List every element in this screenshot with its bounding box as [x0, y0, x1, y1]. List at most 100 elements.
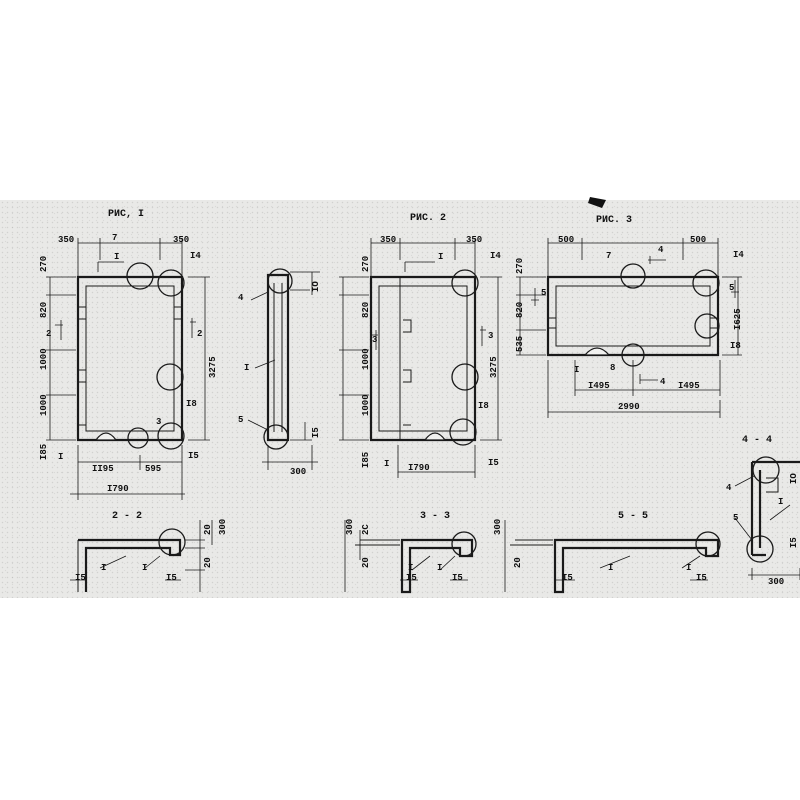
fig2-cut-3-left: [370, 330, 378, 350]
sec33-dim-300: 300: [345, 519, 355, 535]
fig1-right-post: [174, 306, 183, 320]
fig1-vdims: [46, 276, 76, 441]
fig2-h-1000b: 1000: [361, 394, 371, 416]
fig2-frame: [369, 275, 477, 442]
fig3-marker-8: 8: [610, 363, 615, 373]
sec33-dims: [344, 520, 361, 592]
sec22-label-15a: I5: [75, 573, 86, 583]
fig1-node-7: [126, 262, 154, 290]
fig3-dim-right: 500: [690, 235, 706, 245]
side-dim-300: 300: [290, 467, 306, 477]
sec44-dim-10: IO: [789, 473, 799, 484]
fig1-h-820: 820: [39, 302, 49, 318]
fig3-h-535: 535: [515, 336, 525, 352]
fig1-top-dimline: [77, 238, 183, 277]
fig3-node-18: [694, 313, 720, 339]
fig1-marker-1: I: [58, 452, 63, 462]
sec22-dim-20a: 20: [203, 524, 213, 535]
fig1-frame-inner: [85, 285, 175, 432]
sec33-ext: [355, 539, 400, 546]
fig3-h-270: 270: [515, 258, 525, 274]
fig1-marker-18: I8: [186, 399, 197, 409]
fig2-node-15: [449, 418, 477, 446]
fig2-dim-right: 350: [466, 235, 482, 245]
fig3-bracket: [583, 347, 611, 356]
sec55-label-1b: I: [686, 563, 691, 573]
sec22-profile: [78, 538, 182, 592]
fig3-posts: [548, 317, 719, 329]
sec44-node-top: [752, 456, 780, 484]
fig3-w-1495b: I495: [678, 381, 700, 391]
fig2-w-total: I790: [408, 463, 430, 473]
sec44-dim-15: I5: [789, 537, 799, 548]
sec22-dim-300: 300: [218, 519, 228, 535]
fig1-left-posts: [78, 306, 87, 426]
section-2-2: 2 - 2 20 300 20 I5 I I I5: [70, 511, 228, 592]
sec55-label-15a: I5: [562, 573, 573, 583]
fig2-marker-15: I5: [488, 458, 499, 468]
fig3-w-total: 2990: [618, 402, 640, 412]
fig3-top-dimline: [547, 238, 719, 277]
fig3-node-14: [692, 269, 720, 297]
fig2: РИС. 2 350 350 I4 I 3 3 I8 I I5 270 820 …: [339, 213, 502, 478]
sec33-leaders: [400, 555, 468, 581]
fig1-h-1000a: 1000: [39, 348, 49, 370]
fig3-w-1495a: I495: [588, 381, 610, 391]
fig2-cut-label-top: I: [438, 252, 443, 262]
fig3-h-total: I625: [733, 308, 743, 330]
fig3-cut-5-left: [531, 288, 539, 306]
side-frame: [266, 273, 290, 442]
fig2-node-14: [451, 269, 479, 297]
sec55-title: 5 - 5: [618, 511, 648, 522]
fig2-marker-14: I4: [490, 251, 501, 261]
sec55-ext: [510, 539, 553, 546]
side-node-top: [267, 268, 293, 294]
sec44-dim-300: 300: [768, 577, 784, 587]
fig1-w-1195: II95: [92, 464, 114, 474]
fig2-bracket: [423, 432, 447, 441]
fig1-h-1000b: 1000: [39, 394, 49, 416]
fig1-marker-3: 3: [156, 417, 161, 427]
sec55-leaders: [555, 555, 708, 581]
fig3-marker-14: I4: [733, 250, 744, 260]
fig2-vdims: [339, 276, 369, 441]
fig3-marker-18: I8: [730, 341, 741, 351]
section-3-3: 3 - 3 300 2C 20 I I I5 I5: [344, 511, 477, 594]
fig3-marker-5a: 5: [541, 288, 546, 298]
fig1-node-18: [156, 363, 184, 391]
fig1-cut-1: [97, 261, 124, 272]
side-inner: [273, 283, 283, 432]
side-leaders: [247, 291, 276, 431]
fig3-marker-1: I: [574, 365, 579, 375]
sec22-title: 2 - 2: [112, 511, 142, 522]
fig2-h-1000a: 1000: [361, 348, 371, 370]
fig3-h-820: 820: [515, 302, 525, 318]
fig1-marker-15: I5: [188, 451, 199, 461]
side-dims: [262, 271, 320, 470]
sec55-label-15b: I5: [696, 573, 707, 583]
sec22-node: [158, 528, 186, 556]
fig2-cut-3-right: [480, 326, 486, 346]
fig1-marker-2b: 2: [197, 329, 202, 339]
sec22-label-15b: I5: [166, 573, 177, 583]
fig2-h-820: 820: [361, 302, 371, 318]
fig2-h-270: 270: [361, 256, 371, 272]
fig3-marker-7: 7: [606, 251, 611, 261]
fig1: РИС, I 350 350 7 I4 I 2 2 I8 3 I I5 270 …: [39, 209, 218, 500]
fig1-frame: [76, 275, 184, 442]
sec33-label-1b: I: [437, 563, 442, 573]
sec55-dim-300: 300: [493, 519, 503, 535]
sec44-title: 4 - 4: [742, 435, 772, 446]
fig2-vdim-total: [480, 276, 502, 441]
side-label-5: 5: [238, 415, 243, 425]
fig1-cut-label-top: I: [114, 252, 119, 262]
fig1-marker-7: 7: [112, 233, 117, 243]
side-node-bottom: [263, 424, 289, 450]
sec33-dim-2C: 2C: [361, 524, 371, 535]
sec22-dims: [185, 520, 213, 592]
fig3-dim-left: 500: [558, 235, 574, 245]
side-label-1: I: [244, 363, 249, 373]
fig3-cut-4-top: [648, 256, 666, 264]
sec33-dim-20: 20: [361, 557, 371, 568]
